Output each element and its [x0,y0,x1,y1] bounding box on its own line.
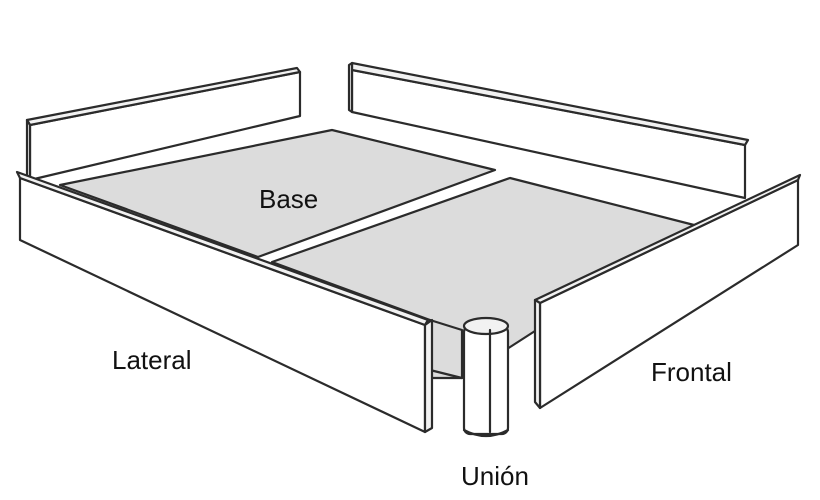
back-right-wall-end [347,61,354,114]
back-left-wall-end [25,118,32,182]
label-union: Unión [461,461,529,491]
back-right-wall [347,61,750,200]
base-panel-right-lip [428,318,464,380]
front-frontal-wall-end [533,298,542,410]
front-frontal-wall [533,173,802,410]
base-panel-left [58,128,497,259]
union-post [462,316,510,438]
union-post-bottom [462,428,510,438]
front-lateral-wall [15,170,434,434]
front-lateral-wall-end [423,318,434,434]
union-post-top [462,316,510,336]
base-panels [58,128,700,380]
label-frontal: Frontal [651,357,732,387]
union-post-body [462,324,510,436]
label-base: Base [259,184,318,214]
label-lateral: Lateral [112,345,192,375]
